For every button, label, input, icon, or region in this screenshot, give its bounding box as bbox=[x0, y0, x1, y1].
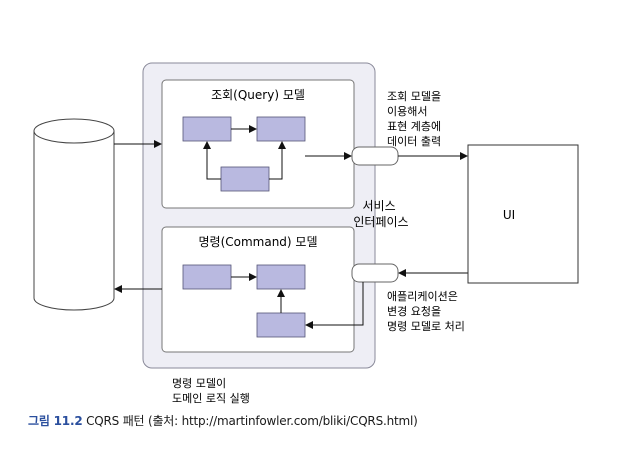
command-note-line: 애플리케이션은 bbox=[387, 290, 458, 303]
service-interface-line: 서비스 bbox=[363, 199, 396, 213]
ui-box bbox=[467, 144, 579, 284]
query-interface-port bbox=[351, 146, 399, 166]
command-note-line: 명령 모델로 처리 bbox=[387, 320, 465, 333]
figure-caption: 그림 11.2 CQRS 패턴 (출처: http://martinfowler… bbox=[28, 412, 418, 429]
query-model-title: 조회(Query) 모델 bbox=[211, 88, 305, 102]
query-note: 조회 모델을 이용해서 표현 계층에 데이터 출력 bbox=[387, 90, 445, 148]
command-component-a bbox=[182, 264, 232, 290]
query-component-b bbox=[256, 116, 306, 142]
command-interface-port bbox=[351, 263, 399, 283]
service-interface-line: 인터페이스 bbox=[353, 215, 408, 229]
query-component-a bbox=[182, 116, 232, 142]
query-note-line: 조회 모델을 bbox=[387, 90, 441, 103]
command-component-c bbox=[256, 312, 306, 338]
query-component-c bbox=[220, 166, 270, 192]
query-note-line: 데이터 출력 bbox=[387, 135, 441, 148]
database-cylinder-icon bbox=[33, 118, 115, 311]
arrow-query-c-to-a bbox=[203, 141, 221, 180]
query-note-line: 표현 계층에 bbox=[387, 120, 441, 133]
figure-label: 그림 11.2 bbox=[28, 414, 83, 428]
domain-note-line: 도메인 로직 실행 bbox=[172, 392, 250, 405]
figure-caption-text: CQRS 패턴 (출처: http://martinfowler.com/bli… bbox=[86, 414, 418, 428]
command-component-b bbox=[256, 264, 306, 290]
ui-label: UI bbox=[503, 208, 515, 222]
command-model-title: 명령(Command) 모델 bbox=[198, 235, 317, 249]
query-model-box bbox=[161, 79, 355, 209]
command-note-line: 변경 요청을 bbox=[387, 305, 441, 318]
domain-note-line: 명령 모델이 bbox=[172, 377, 226, 390]
query-note-line: 이용해서 bbox=[387, 104, 427, 118]
arrow-query-c-to-b bbox=[269, 141, 286, 180]
service-interface-label: 서비스 인터페이스 bbox=[353, 199, 408, 229]
arrow-command-port-to-component bbox=[305, 282, 364, 329]
command-note: 애플리케이션은 변경 요청을 명령 모델로 처리 bbox=[387, 290, 465, 333]
domain-note: 명령 모델이 도메인 로직 실행 bbox=[172, 377, 250, 405]
